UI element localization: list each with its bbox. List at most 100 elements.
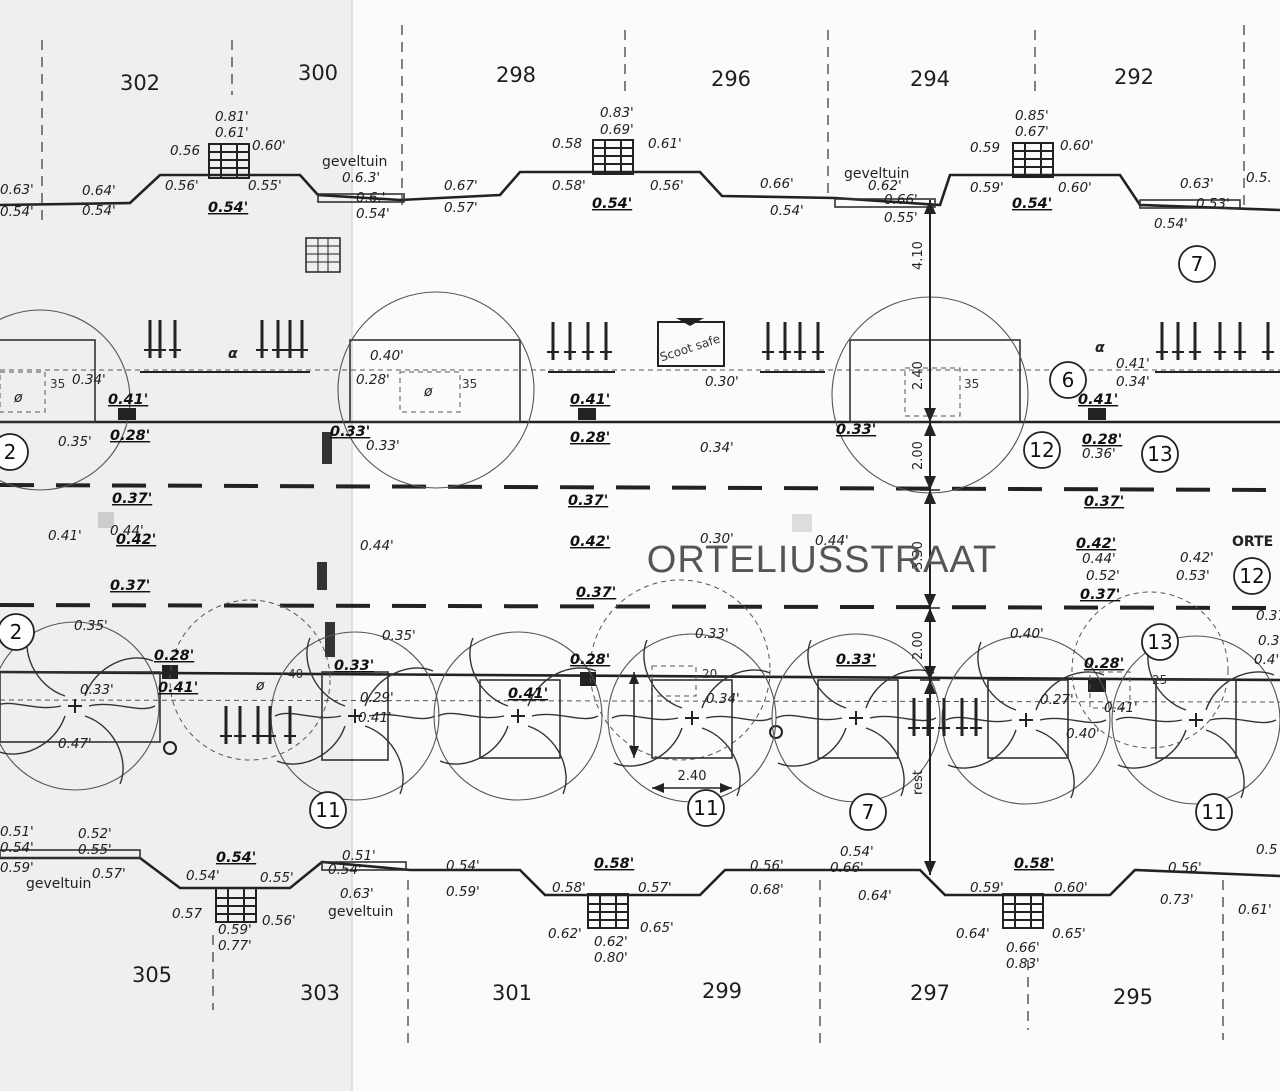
svg-text:0.40': 0.40' (1010, 626, 1044, 642)
levels-middle: 0.34' 0.41' 0.28' 0.35' 0.40' 0.28' 0.33… (48, 348, 1280, 649)
svg-text:0.68': 0.68' (750, 882, 784, 898)
svg-text:0.58': 0.58' (552, 880, 586, 896)
svg-text:0.28': 0.28' (154, 648, 194, 664)
svg-text:0.41': 0.41' (1116, 356, 1150, 372)
svg-text:0.54': 0.54' (1154, 216, 1188, 232)
svg-text:0.83': 0.83' (1006, 956, 1040, 972)
svg-text:12: 12 (1239, 564, 1264, 588)
dimension-line-horizontal: 2.40 (629, 672, 732, 793)
svg-text:13: 13 (1147, 630, 1172, 654)
street-name-right: ORTE (1232, 534, 1273, 550)
garden-strips-top (317, 193, 1241, 209)
svg-text:0.58': 0.58' (552, 178, 586, 194)
svg-text:0.62': 0.62' (548, 926, 582, 942)
svg-text:0.4': 0.4' (1254, 652, 1279, 668)
svg-text:6: 6 (1062, 368, 1075, 392)
reference-markers: 7 6 2 12 13 2 12 13 11 11 7 11 (0, 245, 1271, 831)
reference-marker: 11 (309, 791, 347, 829)
svg-text:2: 2 (4, 440, 17, 464)
svg-text:0.56: 0.56 (170, 143, 200, 159)
svg-text:0.30': 0.30' (700, 531, 734, 547)
svg-text:0.61': 0.61' (648, 136, 682, 152)
diameter-icon: ø (13, 390, 23, 406)
svg-text:2: 2 (10, 620, 23, 644)
svg-text:0.42': 0.42' (1076, 536, 1116, 552)
svg-text:0.59': 0.59' (970, 880, 1004, 896)
svg-text:0.51': 0.51' (0, 824, 34, 840)
svg-text:0.64': 0.64' (956, 926, 990, 942)
svg-text:0.67': 0.67' (444, 178, 478, 194)
reference-marker: 13 (1141, 435, 1179, 473)
svg-text:0.37': 0.37' (1080, 587, 1120, 603)
svg-text:0.5: 0.5 (1256, 842, 1277, 858)
svg-text:11: 11 (1201, 800, 1226, 824)
box-dimension-labels: 35 35 35 40 20 25 ø ø ø (13, 377, 1167, 694)
svg-text:0.60': 0.60' (252, 138, 286, 154)
parking-line-north (0, 483, 1280, 492)
svg-text:0.60': 0.60' (1060, 138, 1094, 154)
diameter-icon: ø (255, 678, 265, 694)
svg-text:0.56': 0.56' (1168, 860, 1202, 876)
svg-text:0.33': 0.33' (330, 424, 370, 440)
centre-line-south (0, 699, 1280, 703)
svg-text:0.66': 0.66' (760, 176, 794, 192)
diameter-icon: ø (423, 384, 433, 400)
dimension-label: 2.40 (678, 769, 707, 784)
svg-text:0.42': 0.42' (116, 532, 156, 548)
plot-separators-bottom (212, 880, 1224, 1045)
dimension-line-vertical (920, 200, 940, 875)
svg-text:0.66': 0.66' (1006, 940, 1040, 956)
svg-text:7: 7 (862, 800, 875, 824)
dimension-label: 40 (288, 667, 303, 681)
reference-marker: 2 (0, 433, 29, 471)
svg-text:0.55': 0.55' (260, 870, 294, 886)
svg-text:0.63': 0.63' (0, 182, 34, 198)
svg-text:0.33': 0.33' (836, 422, 876, 438)
svg-text:0.35': 0.35' (74, 618, 108, 634)
svg-text:0.40': 0.40' (1066, 726, 1100, 742)
svg-text:0.64': 0.64' (858, 888, 892, 904)
svg-text:0.40': 0.40' (370, 348, 404, 364)
bike-stands-north (140, 318, 1280, 373)
svg-text:0.41': 0.41' (570, 392, 610, 408)
svg-text:0.60': 0.60' (1058, 180, 1092, 196)
svg-text:0.55': 0.55' (248, 178, 282, 194)
svg-text:0.41': 0.41' (48, 528, 82, 544)
small-markers: α α (98, 340, 1106, 755)
svg-text:0.37': 0.37' (1256, 608, 1280, 624)
reference-marker: 11 (687, 789, 725, 827)
svg-text:0.54': 0.54' (446, 858, 480, 874)
svg-text:0.62': 0.62' (868, 178, 902, 194)
svg-text:0.28': 0.28' (356, 372, 390, 388)
svg-text:0.53': 0.53' (1196, 196, 1230, 212)
svg-text:0.61': 0.61' (215, 125, 249, 141)
svg-text:13: 13 (1147, 442, 1172, 466)
svg-text:0.41': 0.41' (1078, 392, 1118, 408)
lamp-icon: α (1095, 340, 1105, 356)
brick-pattern-icon (305, 237, 341, 273)
svg-text:0.37': 0.37' (112, 491, 152, 507)
svg-text:0.28': 0.28' (570, 652, 610, 668)
svg-text:0.33': 0.33' (836, 652, 876, 668)
svg-text:0.66': 0.66' (830, 860, 864, 876)
svg-text:0.56': 0.56' (165, 178, 199, 194)
bin-enclosures-north (0, 291, 1029, 494)
svg-text:0.67': 0.67' (1015, 124, 1049, 140)
svg-text:0.65': 0.65' (1052, 926, 1086, 942)
svg-text:0.83': 0.83' (600, 105, 634, 121)
levels-bottom: 0.51' 0.52' 0.55' 0.54' 0.59' 0.57' 0.54… (0, 824, 1277, 972)
plot-separators-top (41, 25, 1245, 220)
svg-text:0.62': 0.62' (594, 934, 628, 950)
levels-top: 0.81' 0.61' 0.56 0.60' 0.56' 0.55' 0.54'… (0, 105, 1272, 232)
house-number: 300 (298, 61, 338, 85)
reference-marker: 2 (0, 613, 35, 651)
svg-text:0.56': 0.56' (262, 913, 296, 929)
house-numbers-bottom: 305 303 301 299 297 295 (132, 963, 1153, 1009)
house-number: 301 (492, 981, 532, 1005)
svg-text:0.54': 0.54' (82, 203, 116, 219)
svg-text:0.59: 0.59 (970, 140, 1000, 156)
svg-text:0.6.3': 0.6.3' (342, 170, 380, 186)
svg-text:0.42': 0.42' (570, 534, 610, 550)
svg-text:0.80': 0.80' (594, 950, 628, 966)
dimension-label: 20 (702, 667, 717, 681)
